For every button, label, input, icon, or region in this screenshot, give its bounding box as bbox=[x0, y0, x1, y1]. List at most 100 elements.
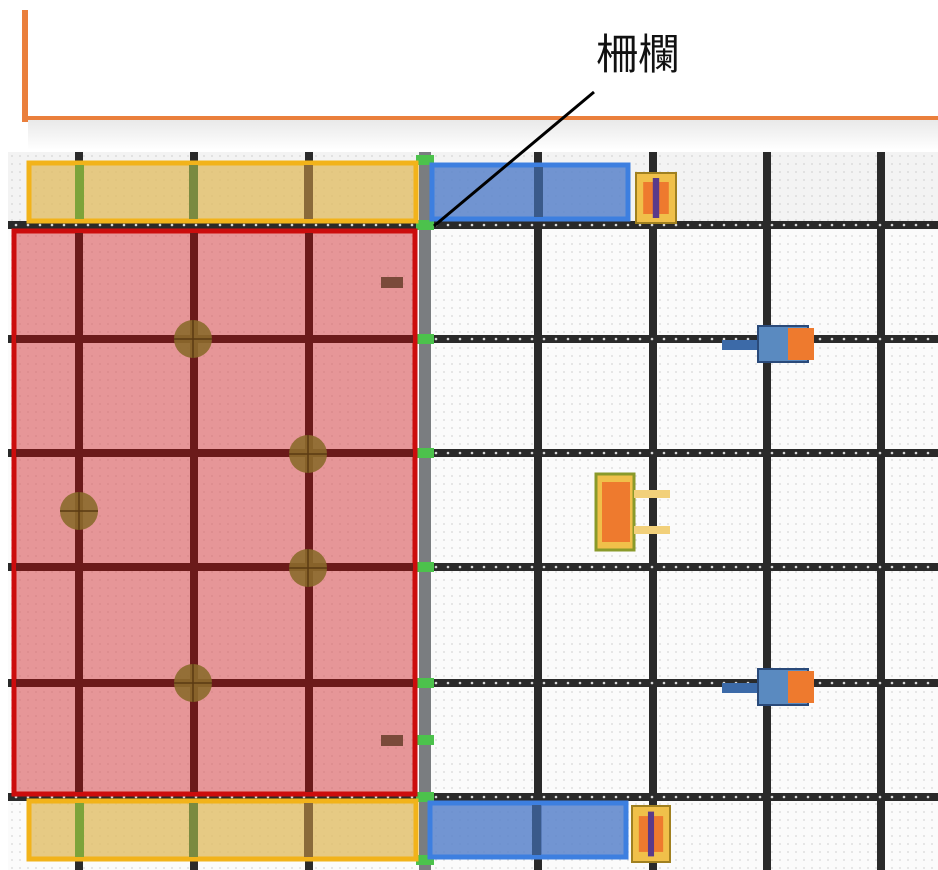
robot-right-lower bbox=[722, 668, 814, 706]
tile-bolt bbox=[734, 451, 738, 455]
tile-bolt bbox=[686, 451, 690, 455]
tile-bolt bbox=[482, 795, 486, 799]
tile-bolt bbox=[170, 223, 174, 227]
tile-bolt bbox=[110, 223, 114, 227]
tile-bolt bbox=[722, 795, 726, 799]
tile-bolt bbox=[734, 337, 738, 341]
tile-bolt bbox=[614, 451, 618, 455]
disc bbox=[174, 664, 212, 702]
tile-bolt bbox=[446, 223, 450, 227]
tile-bolt bbox=[578, 337, 582, 341]
tile-bolt bbox=[830, 795, 834, 799]
tile-bolt bbox=[446, 681, 450, 685]
disc bbox=[289, 549, 327, 587]
disc bbox=[289, 435, 327, 473]
tile-bolt bbox=[662, 337, 666, 341]
tile-bolt bbox=[650, 451, 654, 455]
tile-bolt bbox=[26, 223, 30, 227]
tile-bolt bbox=[614, 337, 618, 341]
tile-bolt bbox=[302, 223, 306, 227]
tile-bolt bbox=[374, 223, 378, 227]
tile-bolt bbox=[818, 681, 822, 685]
tile-bolt bbox=[530, 223, 534, 227]
tile-bolt bbox=[614, 681, 618, 685]
disc bbox=[60, 492, 98, 530]
blue-zone-rect bbox=[427, 800, 629, 860]
tile-bolt bbox=[746, 337, 750, 341]
tile-bolt bbox=[878, 795, 882, 799]
tile-bolt bbox=[482, 565, 486, 569]
tile-bolt bbox=[98, 223, 102, 227]
tile-bolt bbox=[650, 565, 654, 569]
tile-bolt bbox=[626, 337, 630, 341]
tile-bolt bbox=[626, 681, 630, 685]
blue-zone-bar bbox=[532, 805, 541, 855]
tile-bolt bbox=[902, 795, 906, 799]
tile-bolt bbox=[590, 451, 594, 455]
tile-bolt bbox=[362, 223, 366, 227]
tile-bolt bbox=[914, 337, 918, 341]
tile-bolt bbox=[638, 337, 642, 341]
tile-bolt bbox=[878, 565, 882, 569]
tile-bolt bbox=[854, 681, 858, 685]
tile-bolt bbox=[434, 451, 438, 455]
tile-bolt bbox=[818, 795, 822, 799]
tile-bolt bbox=[218, 223, 222, 227]
tile-bolt bbox=[494, 451, 498, 455]
tile-bolt bbox=[686, 223, 690, 227]
tile-bolt bbox=[638, 451, 642, 455]
robot-roller bbox=[788, 671, 814, 703]
tile-bolt bbox=[710, 681, 714, 685]
tile-bolt bbox=[914, 681, 918, 685]
tile-bolt bbox=[866, 795, 870, 799]
tile-bolt bbox=[854, 565, 858, 569]
tile-bolt bbox=[878, 681, 882, 685]
tile-bolt bbox=[926, 681, 930, 685]
tile-bolt bbox=[134, 223, 138, 227]
tile-bolt bbox=[734, 565, 738, 569]
tile-bolt bbox=[590, 337, 594, 341]
tile-bolt bbox=[578, 795, 582, 799]
tile-bolt bbox=[638, 681, 642, 685]
tile-bolt bbox=[578, 565, 582, 569]
tile-bolt bbox=[86, 223, 90, 227]
tile-bolt bbox=[806, 223, 810, 227]
tile-bolt bbox=[446, 795, 450, 799]
yellow-zone-bar bbox=[75, 803, 84, 857]
tile-bolt bbox=[530, 337, 534, 341]
tile-bolt bbox=[794, 565, 798, 569]
tile-bolt bbox=[842, 451, 846, 455]
tile-bolt bbox=[530, 565, 534, 569]
tile-bolt bbox=[890, 223, 894, 227]
tile-bolt bbox=[890, 795, 894, 799]
tile-bolt bbox=[494, 795, 498, 799]
tile-bolt bbox=[578, 451, 582, 455]
tile-bolt bbox=[806, 565, 810, 569]
tile-bolt bbox=[674, 223, 678, 227]
tile-bolt bbox=[854, 337, 858, 341]
tile-bolt bbox=[602, 337, 606, 341]
red-zone-tile-line bbox=[16, 679, 413, 687]
disc bbox=[174, 320, 212, 358]
robot-arm bbox=[722, 683, 760, 693]
tile-bolt bbox=[674, 451, 678, 455]
tile-bolt bbox=[602, 223, 606, 227]
tile-bolt bbox=[902, 451, 906, 455]
tile-bolt bbox=[542, 795, 546, 799]
tile-bolt bbox=[470, 681, 474, 685]
blue-zone-top bbox=[429, 162, 631, 222]
tile-bolt bbox=[818, 337, 822, 341]
tile-bolt bbox=[698, 337, 702, 341]
tile-bolt bbox=[698, 451, 702, 455]
tile-bolt bbox=[818, 451, 822, 455]
tile-bolt bbox=[38, 223, 42, 227]
tile-bolt bbox=[794, 451, 798, 455]
tile-bolt bbox=[626, 223, 630, 227]
tile-bolt bbox=[506, 223, 510, 227]
tile-bolt bbox=[602, 451, 606, 455]
tile-bolt bbox=[74, 223, 78, 227]
tile-bolt bbox=[554, 795, 558, 799]
tile-bolt bbox=[470, 337, 474, 341]
tile-bolt bbox=[722, 565, 726, 569]
